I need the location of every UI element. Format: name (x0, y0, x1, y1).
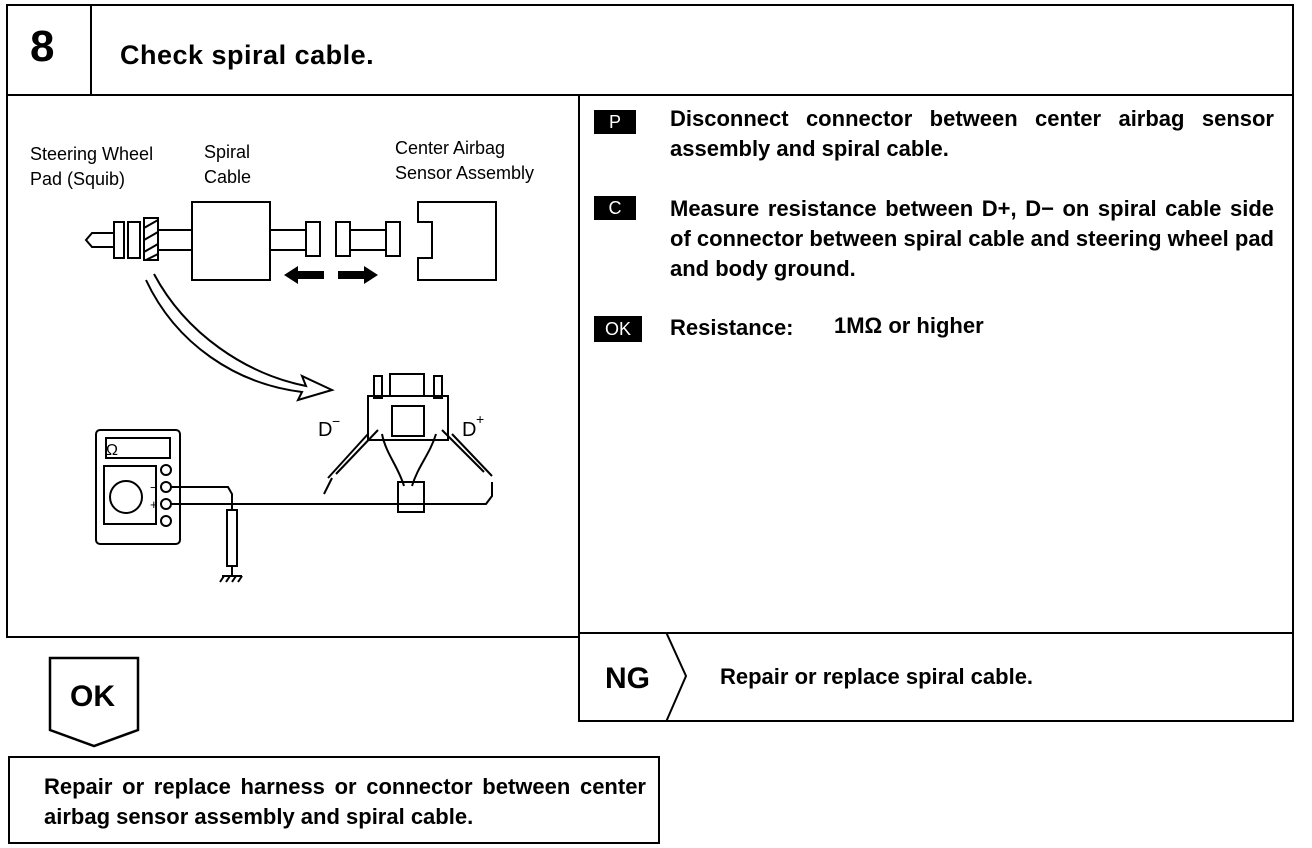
tag-p: P (594, 110, 636, 134)
tag-ok: OK (594, 316, 642, 342)
instruction-panel (578, 94, 1294, 634)
ng-action-text: Repair or replace spiral cable. (720, 664, 1034, 689)
step-number: 8 (30, 22, 55, 71)
diagram-panel (6, 94, 580, 638)
label-d-plus: D (462, 419, 476, 441)
ok-label: OK (70, 680, 115, 713)
instruction-p-text: Disconnect connector between center airb… (670, 106, 1274, 161)
label-steering-wheel-pad: Steering Wheel Pad (Squib) (30, 144, 154, 189)
meter-ohm-symbol: Ω (106, 442, 118, 459)
ok-spec-label: Resistance: (670, 315, 794, 340)
ng-arrow-divider (665, 632, 688, 722)
label-spiral-cable: Spiral Cable (204, 142, 252, 187)
ng-label: NG (605, 662, 650, 695)
tag-c: C (594, 196, 636, 220)
label-center-airbag-sensor: Center Airbag Sensor Assembly (395, 138, 535, 183)
ng-box (578, 632, 1294, 722)
label-d-plus-sign: + (476, 411, 484, 427)
label-d-minus: D (318, 419, 332, 441)
ok-arrow-box (48, 656, 140, 748)
ok-spec-value: 1MΩ or higher (834, 313, 984, 338)
label-d-minus-sign: − (332, 413, 340, 429)
ok-action-box (8, 756, 660, 844)
wiring-diagram: Ω − + D − D + (84, 201, 497, 583)
meter-minus-sign: − (150, 480, 158, 495)
step-number-divider (90, 4, 92, 96)
ok-action-text: Repair or replace harness or connector b… (44, 774, 646, 829)
step-title: Check spiral cable. (120, 40, 375, 70)
meter-plus-sign: + (150, 497, 158, 512)
instruction-c-text: Measure resistance between D+, D− on spi… (670, 196, 1274, 281)
